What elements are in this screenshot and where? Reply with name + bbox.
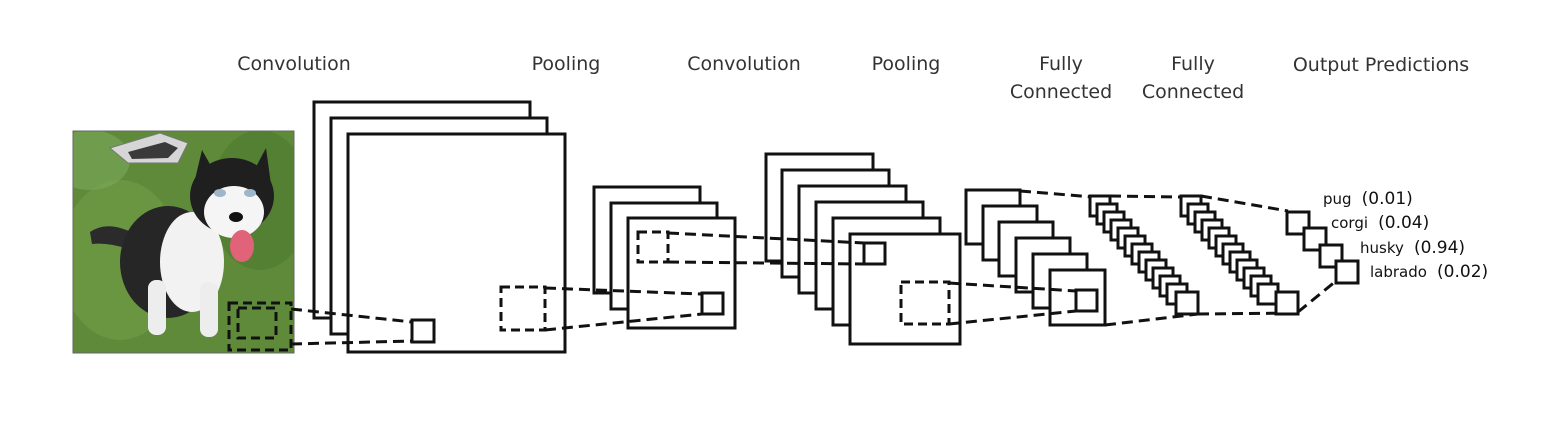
label-pooling-1: Pooling [532, 53, 601, 75]
conv2-kernel-box [862, 241, 887, 266]
prediction-pug: pug (0.01) [1323, 189, 1413, 209]
label-output-predictions: Output Predictions [1293, 54, 1469, 76]
label-pooling-2: Pooling [872, 53, 941, 75]
conv1-kernel-box [410, 318, 436, 344]
label-convolution-1: Convolution [237, 53, 351, 75]
label-fully-connected-1-line1: Fully [1039, 53, 1083, 75]
stage-labels: Convolution Pooling Convolution Pooling … [237, 53, 1469, 103]
pool1-feature-maps [499, 185, 737, 332]
prediction-labrado: labrado (0.02) [1370, 262, 1488, 282]
label-convolution-2: Convolution [687, 53, 801, 75]
output-neuron-labrado [1334, 259, 1360, 285]
input-receptive-field [227, 301, 293, 352]
label-fully-connected-1-line2: Connected [1010, 81, 1112, 103]
output-neurons [1285, 210, 1360, 285]
pool2-kernel-box [1074, 288, 1099, 313]
label-fully-connected-2-line2: Connected [1142, 81, 1244, 103]
input-image [72, 130, 295, 354]
pool1-receptive-field [499, 285, 547, 332]
prediction-husky: husky (0.94) [1360, 238, 1465, 258]
label-fully-connected-2-line1: Fully [1171, 53, 1215, 75]
pool2-receptive-field [899, 280, 951, 326]
prediction-corgi: corgi (0.04) [1331, 213, 1429, 233]
prediction-labels: pug (0.01) corgi (0.04) husky (0.94) lab… [1323, 189, 1488, 282]
fc1-neurons [1088, 194, 1200, 316]
pool1-kernel-box [700, 291, 725, 316]
fc2-neurons [1179, 194, 1300, 316]
pool2-feature-maps [899, 188, 1107, 327]
conv1-feature-maps [312, 100, 567, 354]
conv2-receptive-field [636, 230, 670, 264]
conv1-map-3 [346, 132, 567, 354]
conv2-feature-maps [636, 152, 962, 346]
